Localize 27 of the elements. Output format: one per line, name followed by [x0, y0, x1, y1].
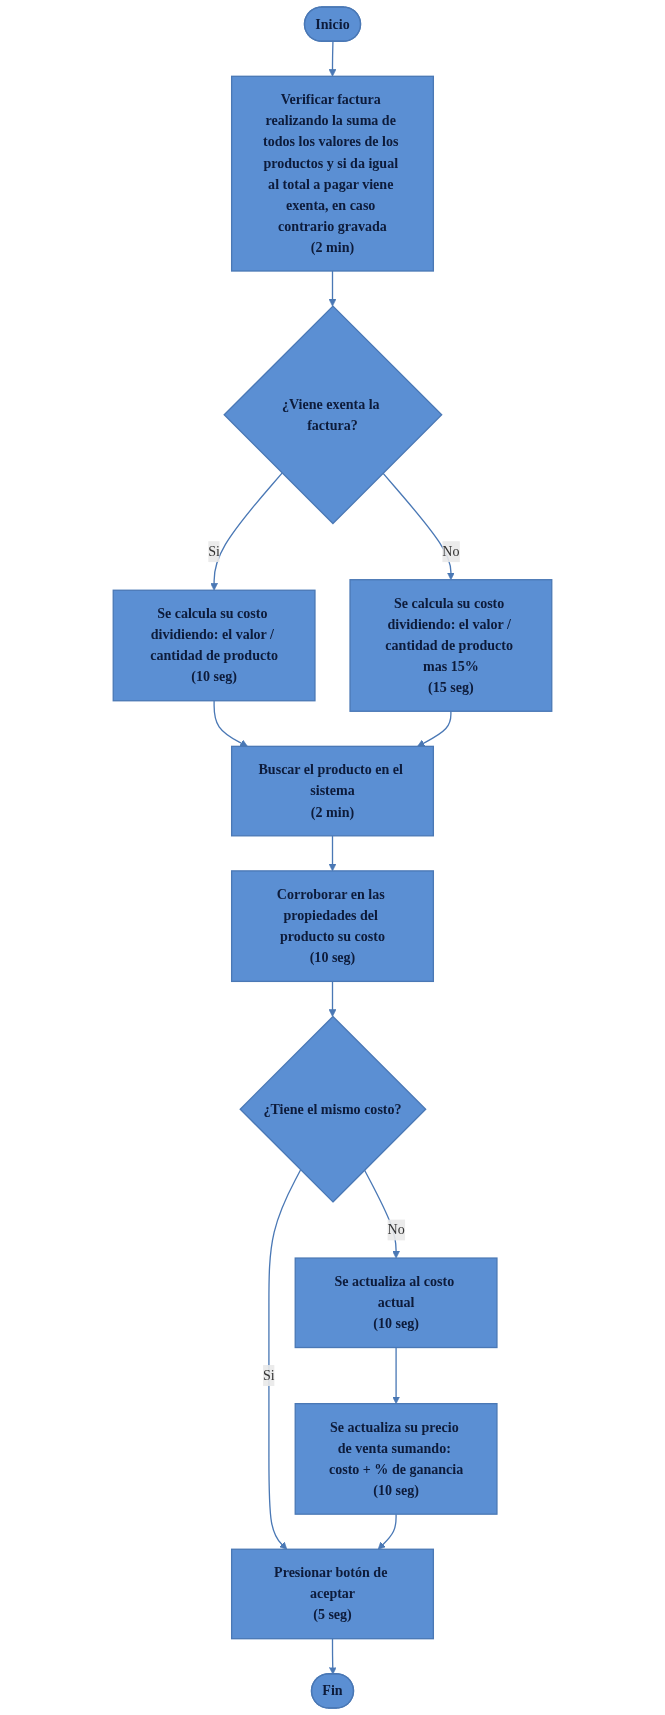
node-box: Buscar el producto en el sistema (2 min) — [231, 745, 435, 837]
node-diamond: ¿Tiene el mismo costo? — [239, 1015, 427, 1203]
node-diamond: ¿Viene exenta la factura? — [223, 305, 443, 525]
node-box: Se actualiza al costo actual (10 seg) — [294, 1257, 498, 1349]
arrow — [382, 472, 455, 581]
edge-label: Si — [263, 1367, 275, 1383]
arrow — [328, 270, 337, 307]
arrow — [213, 700, 248, 747]
arrow — [392, 1346, 400, 1404]
arrow — [363, 1169, 400, 1259]
node-box: Corroborar en las propiedades del producto su costo (10 seg) — [231, 870, 435, 983]
node-box: Presionar botón de aceptar (5 seg) — [231, 1548, 435, 1640]
arrow — [328, 835, 337, 872]
node-box: Se calcula su costo dividiendo: el valor / cantidad de producto mas 15% (15 seg) — [349, 579, 553, 712]
edge-label: Si — [208, 543, 220, 559]
arrow — [328, 1638, 337, 1675]
node-box: Verificar factura realizando la suma de todos los valores de los productos y si da igual al total a pagar viene exenta, en caso contrario gravada (2 min) — [231, 75, 435, 272]
node-box: Se actualiza su precio de venta sumando: costo + % de ganancia (10 seg) — [294, 1403, 498, 1515]
arrow — [328, 980, 337, 1017]
arrow — [417, 710, 452, 747]
arrow — [210, 472, 283, 591]
arrow — [328, 41, 337, 77]
edge-label: No — [387, 1222, 405, 1238]
arrow — [377, 1513, 397, 1550]
edge-label: No — [442, 543, 460, 559]
arrow — [268, 1169, 302, 1550]
node-box: Se calcula su costo dividiendo: el valor / cantidad de producto (10 seg) — [112, 589, 316, 702]
